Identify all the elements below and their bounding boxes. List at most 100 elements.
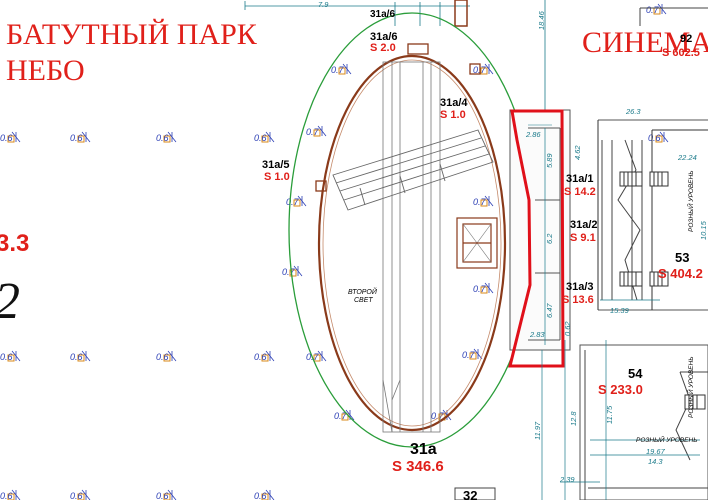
unit-31a5-id: 31a/5 xyxy=(262,159,290,171)
dim-10-15: 10.15 xyxy=(699,220,708,240)
dim-2-39: 2.39 xyxy=(559,475,575,484)
dim-0-62: 0.62 xyxy=(563,321,572,336)
grid-marker-label: 0.6 xyxy=(648,133,661,143)
grid-marker-square xyxy=(163,493,171,500)
oval-hall-31a xyxy=(288,12,536,448)
dim-5-89: 5.89 xyxy=(545,153,554,168)
grid-marker-square xyxy=(261,135,269,143)
grid-marker-cross xyxy=(167,131,177,143)
cinema-title: СИНЕМА xyxy=(582,26,708,59)
unit-31a-id: 31a xyxy=(410,441,437,458)
dim-12-8: 12.8 xyxy=(569,411,578,426)
room-31a6-box xyxy=(407,43,429,55)
grid-marker-square xyxy=(77,493,85,500)
unit-31a4-id: 31a/4 xyxy=(440,97,468,109)
unit-31a3-id: 31a/3 xyxy=(566,281,594,293)
grid-marker-square xyxy=(77,135,85,143)
grid-marker-cross xyxy=(11,350,21,362)
vertical-gallery xyxy=(382,61,441,433)
grid-marker-cross xyxy=(167,489,177,500)
unit-31a-area: S 346.6 xyxy=(392,458,444,475)
grid-marker-square xyxy=(261,354,269,362)
grid-marker-square xyxy=(7,354,15,362)
unit-31a2-id: 31a/2 xyxy=(570,219,598,231)
grid-marker-label: 0.6 xyxy=(0,491,13,500)
second-light-line2: СВЕТ xyxy=(354,297,373,304)
park-title-line1: БАТУТНЫЙ ПАРК xyxy=(6,18,258,51)
unit-54-area: S 233.0 xyxy=(598,382,643,397)
unit-31a1-id: 31a/1 xyxy=(566,173,594,185)
grid-marker-cross xyxy=(81,131,91,143)
dim-4-62: 4.62 xyxy=(573,145,582,160)
grid-marker-cross xyxy=(317,350,327,362)
grid-marker-cross xyxy=(11,131,21,143)
grid-marker-square xyxy=(655,135,663,143)
grid-marker-label: 0.6 xyxy=(156,133,169,143)
grid-marker-square xyxy=(261,493,269,500)
vertical-dimension-lines xyxy=(541,128,700,500)
unit-31a5-area: S 1.0 xyxy=(264,171,290,183)
grid-marker-cross xyxy=(484,63,494,75)
grid-marker-square xyxy=(293,199,301,207)
oval-outline-green xyxy=(288,12,536,448)
grid-marker-cross xyxy=(297,195,307,207)
left-unit-number: 2 xyxy=(0,273,20,330)
grid-marker-square xyxy=(480,286,488,294)
room-dividers xyxy=(528,127,561,341)
elevator-shaft xyxy=(456,217,498,269)
highlight-outline xyxy=(508,109,565,368)
left-area-value: 3.3 xyxy=(0,230,29,257)
unit-53-id: 53 xyxy=(675,250,689,265)
grid-marker-label: 0.7 xyxy=(431,411,445,421)
grid-marker-cross xyxy=(317,125,327,137)
grid-marker-square xyxy=(480,67,488,75)
grid-marker-label: 0.6 xyxy=(70,491,83,500)
grid-marker-cross xyxy=(265,131,275,143)
grid-marker-label: 0.6 xyxy=(254,133,267,143)
grid-marker-cross xyxy=(473,348,483,360)
grid-marker-cross xyxy=(11,489,21,500)
park-title-line2: НЕБО xyxy=(6,54,85,87)
unit-31a3-area: S 13.6 xyxy=(562,294,594,306)
grid-marker-label: 0.7 xyxy=(282,267,296,277)
grid-marker-square xyxy=(163,135,171,143)
grid-marker-cross xyxy=(81,350,91,362)
grid-marker-square xyxy=(7,493,15,500)
grid-marker-cross xyxy=(167,350,177,362)
oval-wall-inner xyxy=(322,59,502,427)
level-note-54: РОЗНЫЙ УРОВЕНЬ xyxy=(686,357,695,418)
grid-marker-cross xyxy=(81,489,91,500)
dim-15-39: 15.39 xyxy=(610,306,630,315)
grid-marker-square xyxy=(77,354,85,362)
grid-marker-label: 0.6 xyxy=(0,133,13,143)
level-note-53: РОЗНЫЙ УРОВЕНЬ xyxy=(686,171,695,232)
dim-2-86: 2.86 xyxy=(525,130,541,139)
grid-marker-square xyxy=(313,129,321,137)
unit-32-id: 32 xyxy=(463,488,477,500)
dim-6-47: 6.47 xyxy=(545,303,554,318)
grid-marker-square xyxy=(163,354,171,362)
grid-marker-label: 0.7 xyxy=(331,65,345,75)
dim-6-2: 6.2 xyxy=(545,233,554,244)
room-31a4-box xyxy=(469,63,481,75)
grid-marker-square xyxy=(289,269,297,277)
grid-marker-square xyxy=(480,199,488,207)
grid-marker-label: 0.7 xyxy=(473,284,487,294)
unit-92-area: S 602.5 xyxy=(662,47,700,59)
grid-marker-label: 0.7 xyxy=(306,127,320,137)
unit-31a2-area: S 9.1 xyxy=(570,232,596,244)
dim-14-3: 14.3 xyxy=(648,457,663,466)
unit-92-id: 92 xyxy=(680,33,692,45)
grid-marker-label: 0.6 xyxy=(156,352,169,362)
grid-marker-cross xyxy=(484,282,494,294)
dim-26-3: 26.3 xyxy=(625,107,641,116)
dim-11-75: 11.75 xyxy=(605,405,614,424)
unit-31a6-label: 31a/6 xyxy=(370,31,398,43)
grid-marker-cross xyxy=(265,350,275,362)
grid-marker-cross xyxy=(659,131,669,143)
dim-22-24: 22.24 xyxy=(677,153,697,162)
grid-marker-label: 0.7 xyxy=(286,197,300,207)
dim-19-67: 19.67 xyxy=(646,447,666,456)
